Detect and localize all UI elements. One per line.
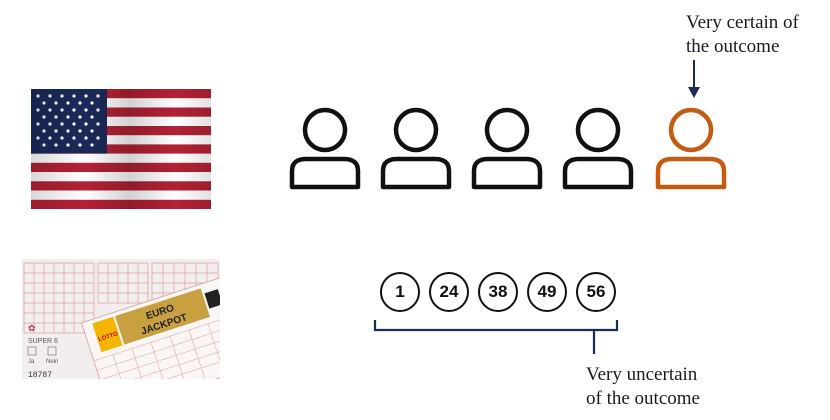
down-arrow-icon — [686, 60, 702, 100]
ticket-number: 18787 — [28, 371, 52, 379]
svg-text:✿: ✿ — [28, 323, 36, 333]
lottery-balls: 1 24 38 49 56 — [380, 272, 620, 316]
american-flag-image — [31, 89, 211, 209]
uncertain-label-line2: of the outcome — [586, 388, 700, 409]
lottery-ball: 1 — [380, 272, 420, 312]
lottery-ticket-image: EURO JACKPOT LOTTO ✿ SUPER 6 Ja Nein 187… — [22, 259, 220, 379]
nein-label: Nein — [46, 359, 58, 365]
certain-label-line2: the outcome — [686, 36, 780, 57]
lottery-ball: 38 — [478, 272, 518, 312]
ja-label: Ja — [28, 359, 35, 365]
bracket-connector — [372, 318, 622, 358]
super6-label: SUPER 6 — [28, 338, 58, 345]
highlighted-person-icon — [654, 105, 728, 191]
person-icon — [288, 105, 362, 191]
uncertain-label-line1: Very uncertain — [586, 364, 698, 385]
people-row — [280, 105, 740, 195]
person-icon — [561, 105, 635, 191]
certain-label-line1: Very certain of — [686, 12, 799, 33]
lottery-ball: 49 — [527, 272, 567, 312]
lottery-ball: 24 — [429, 272, 469, 312]
person-icon — [379, 105, 453, 191]
person-icon — [470, 105, 544, 191]
lottery-ball: 56 — [576, 272, 616, 312]
